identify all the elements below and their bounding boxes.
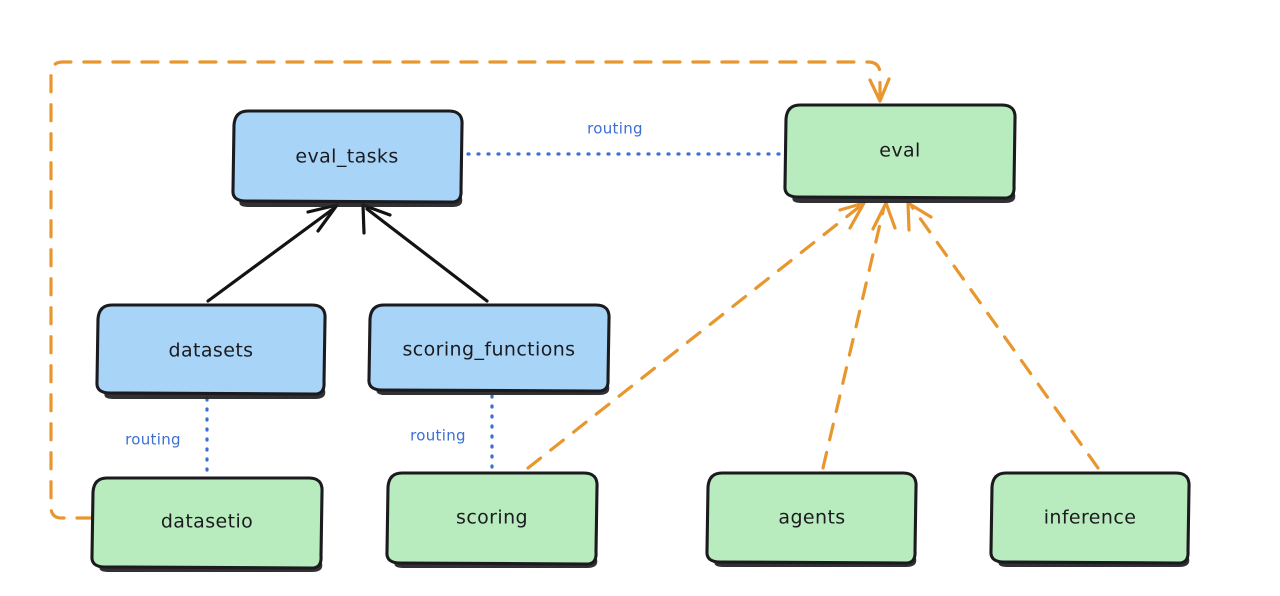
edge-agents-to-eval xyxy=(821,201,897,470)
edge-label-layer: routing routing routing xyxy=(125,120,643,449)
node-label-eval_tasks: eval_tasks xyxy=(295,146,398,168)
node-label-scoring: scoring xyxy=(456,507,528,529)
node-scoring_functions[interactable]: scoring_functions xyxy=(367,303,611,395)
edge-label-routing-scoring_functions-scoring: routing xyxy=(410,427,466,445)
node-label-scoring_functions: scoring_functions xyxy=(403,339,576,361)
node-label-agents: agents xyxy=(778,507,845,529)
edge-datasets-to-eval_tasks xyxy=(206,203,339,303)
edge-inference-to-eval xyxy=(906,201,1100,470)
node-datasetio[interactable]: datasetio xyxy=(90,476,324,572)
node-eval_tasks[interactable]: eval_tasks xyxy=(231,109,464,207)
node-label-datasets: datasets xyxy=(169,340,254,362)
node-scoring[interactable]: scoring xyxy=(385,471,599,568)
edge-datasetio-to-eval xyxy=(49,60,891,520)
edge-label-routing-eval_tasks-eval: routing xyxy=(587,120,643,138)
node-label-inference: inference xyxy=(1044,507,1137,529)
node-label-datasetio: datasetio xyxy=(161,511,253,533)
node-eval[interactable]: eval xyxy=(783,103,1017,203)
node-layer: eval_tasks eval datasets scoring_functio… xyxy=(90,103,1191,572)
edge-label-routing-datasets-datasetio: routing xyxy=(125,431,181,449)
node-inference[interactable]: inference xyxy=(989,471,1191,567)
node-agents[interactable]: agents xyxy=(705,471,918,567)
edge-scoring_functions-to-eval_tasks xyxy=(361,203,489,303)
node-label-eval: eval xyxy=(879,140,920,162)
node-datasets[interactable]: datasets xyxy=(95,303,327,399)
